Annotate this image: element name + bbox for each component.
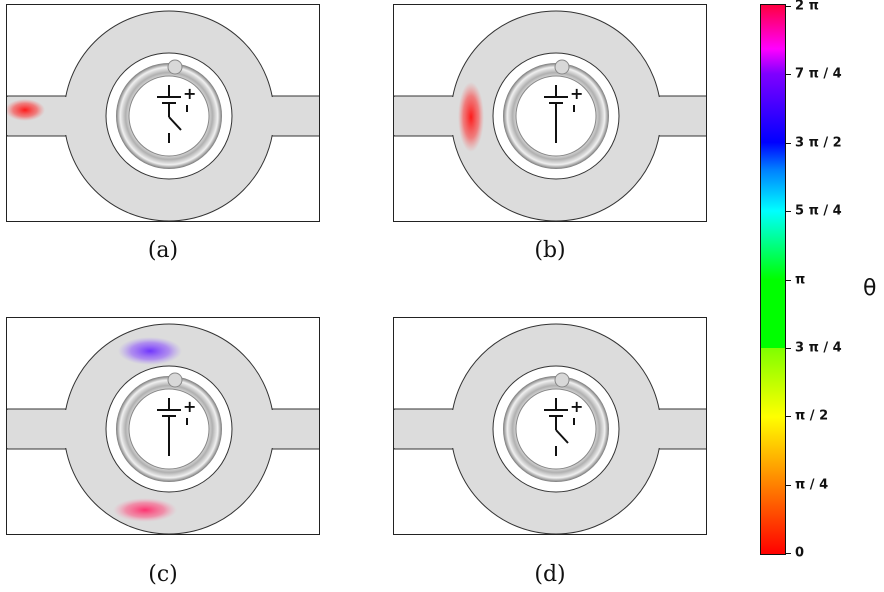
colorbar-tick-label: 3 π / 2 (795, 135, 842, 151)
colorbar-tick-mark (786, 142, 791, 144)
colorbar-tick-label: π / 4 (795, 477, 829, 493)
switch-open (168, 116, 182, 131)
colorbar-tick-label: 3 π / 4 (795, 340, 842, 356)
caption-c: (c) (148, 562, 178, 587)
particle-cloud (458, 82, 484, 152)
colorbar-tick-mark (786, 484, 791, 486)
device-diagram (394, 10, 706, 221)
colorbar-tick-label: 0 (795, 545, 805, 561)
colorbar-tick-label: 5 π / 4 (795, 203, 842, 219)
panel-a (6, 4, 320, 222)
panel-b (393, 4, 707, 222)
device-diagram (394, 323, 706, 534)
colorbar-label: θ (863, 276, 877, 301)
colorbar-tick-mark (786, 279, 791, 281)
colorbar (760, 4, 786, 555)
caption-b: (b) (534, 238, 566, 263)
colorbar-tick-mark (786, 74, 791, 76)
colorbar-tick-label: 2 π (795, 0, 819, 14)
device-diagram (7, 323, 319, 534)
colorbar-tick-mark (786, 553, 791, 554)
device-diagram (7, 10, 319, 221)
caption-d: (d) (534, 562, 566, 587)
colorbar-tick-label: π (795, 272, 806, 287)
colorbar-tick-mark (786, 347, 791, 349)
particle-cloud (7, 99, 45, 121)
switch-open (555, 429, 569, 444)
colorbar-tick-mark (786, 211, 791, 213)
colorbar-tick-label: 7 π / 4 (795, 66, 842, 82)
panel-c (6, 317, 320, 535)
panel-d (393, 317, 707, 535)
colorbar-tick-mark (786, 416, 791, 418)
colorbar-tick-label: π / 2 (795, 408, 829, 424)
colorbar-tick-mark (786, 6, 791, 7)
caption-a: (a) (147, 238, 179, 263)
particle-cloud-upper (118, 337, 182, 365)
particle-cloud-lower (113, 498, 177, 522)
